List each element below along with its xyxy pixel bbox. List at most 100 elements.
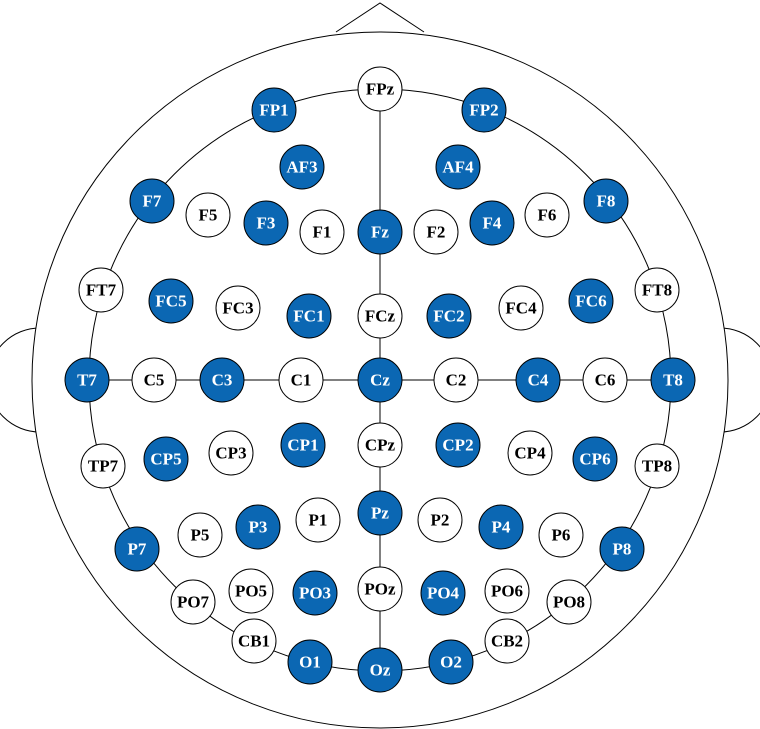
electrode-p5-label: P5 <box>191 526 210 545</box>
electrode-poz: POz <box>357 566 403 612</box>
electrode-poz-marker <box>357 566 403 612</box>
electrode-p7-marker <box>114 526 160 572</box>
electrode-cpz-label: CPz <box>365 436 396 455</box>
electrode-f5-label: F5 <box>199 206 218 225</box>
electrode-fc6-marker <box>568 278 614 324</box>
electrode-t8-label: T8 <box>663 371 683 390</box>
electrode-po4-marker <box>420 570 466 616</box>
electrode-cp3: CP3 <box>208 430 254 476</box>
electrode-fz-marker <box>357 209 403 255</box>
electrode-af4: AF4 <box>435 144 481 190</box>
electrode-c4-marker <box>515 357 561 403</box>
electrode-fc5: FC5 <box>148 278 194 324</box>
electrode-fc5-label: FC5 <box>155 292 186 311</box>
electrode-fc2-marker <box>426 293 472 339</box>
electrode-cb2-marker <box>484 618 530 664</box>
electrode-tp7-label: TP7 <box>88 457 119 476</box>
electrode-p1-label: P1 <box>309 511 328 530</box>
electrode-cp6-marker <box>572 436 618 482</box>
electrode-f2-marker <box>413 209 459 255</box>
electrode-p7: P7 <box>114 526 160 572</box>
electrode-p8-marker <box>599 526 645 572</box>
electrode-cp5-label: CP5 <box>150 450 181 469</box>
electrode-cb1: CB1 <box>231 618 277 664</box>
electrode-fpz: FPz <box>357 66 403 112</box>
electrode-tp8-label: TP8 <box>642 457 672 476</box>
electrode-f1-marker <box>299 209 345 255</box>
electrode-fp1-marker <box>251 87 297 133</box>
electrode-cp1-label: CP1 <box>287 436 318 455</box>
electrode-o1-label: O1 <box>299 653 321 672</box>
electrode-cp4: CP4 <box>507 430 553 476</box>
electrode-f1: F1 <box>299 209 345 255</box>
electrode-c4: C4 <box>515 357 561 403</box>
electrode-fp2-label: FP2 <box>469 101 498 120</box>
electrode-fc6: FC6 <box>568 278 614 324</box>
electrode-p1-marker <box>295 497 341 543</box>
electrode-f7-label: F7 <box>143 192 162 211</box>
electrode-c3-marker <box>199 357 245 403</box>
electrode-c6-marker <box>582 357 628 403</box>
electrode-po4: PO4 <box>420 570 466 616</box>
electrode-fp1-label: FP1 <box>259 101 288 120</box>
electrode-po7: PO7 <box>170 579 216 625</box>
electrode-poz-label: POz <box>364 580 396 599</box>
electrode-c5-marker <box>131 357 177 403</box>
electrode-po5-label: PO5 <box>235 582 267 601</box>
electrode-po6: PO6 <box>484 568 530 614</box>
electrode-fc5-marker <box>148 278 194 324</box>
electrode-fcz-marker <box>357 293 403 339</box>
electrode-c1-marker <box>278 357 324 403</box>
electrode-p3-label: P3 <box>249 518 268 537</box>
electrode-fpz-label: FPz <box>366 80 395 99</box>
electrode-f2-label: F2 <box>427 223 446 242</box>
electrode-o1-marker <box>287 639 333 685</box>
electrode-c1: C1 <box>278 357 324 403</box>
electrode-po8-label: PO8 <box>553 593 585 612</box>
electrode-f6: F6 <box>524 192 570 238</box>
electrode-f4-marker <box>469 200 515 246</box>
electrode-po8: PO8 <box>546 579 592 625</box>
electrode-oz-marker <box>357 647 403 693</box>
electrode-o2: O2 <box>428 639 474 685</box>
electrode-af4-marker <box>435 144 481 190</box>
electrode-p4-label: P4 <box>492 518 511 537</box>
electrode-c6-label: C6 <box>595 371 616 390</box>
electrode-cp1: CP1 <box>280 422 326 468</box>
electrode-cz-marker <box>357 357 403 403</box>
electrode-po3: PO3 <box>292 570 338 616</box>
electrode-cp6-label: CP6 <box>579 450 610 469</box>
electrode-pz-label: Pz <box>371 504 389 523</box>
electrode-c2: C2 <box>433 357 479 403</box>
electrode-tp8: TP8 <box>634 443 680 489</box>
electrode-f8-label: F8 <box>597 192 616 211</box>
electrode-fcz-label: FCz <box>365 307 396 326</box>
electrode-pz: Pz <box>357 490 403 536</box>
electrode-t7-label: T7 <box>77 371 97 390</box>
electrode-f4-label: F4 <box>483 214 502 233</box>
electrode-fc6-label: FC6 <box>575 292 606 311</box>
electrode-t7-marker <box>64 357 110 403</box>
electrode-cp3-marker <box>208 430 254 476</box>
electrode-fz-label: Fz <box>371 223 389 242</box>
electrode-o1: O1 <box>287 639 333 685</box>
electrode-ft8-marker <box>634 267 680 313</box>
electrode-fc3-marker <box>215 285 261 331</box>
electrode-p5: P5 <box>177 512 223 558</box>
electrode-f6-label: F6 <box>538 206 557 225</box>
electrode-f7: F7 <box>129 178 175 224</box>
electrode-f8: F8 <box>583 178 629 224</box>
electrode-fp2: FP2 <box>461 87 507 133</box>
electrode-p2-label: P2 <box>431 511 450 530</box>
electrode-fc3: FC3 <box>215 285 261 331</box>
electrode-p6-marker <box>538 512 584 558</box>
electrode-cb1-label: CB1 <box>238 632 270 651</box>
electrode-cz: Cz <box>357 357 403 403</box>
electrode-po4-label: PO4 <box>427 584 460 603</box>
electrode-cp5-marker <box>143 436 189 482</box>
electrode-fc2: FC2 <box>426 293 472 339</box>
electrode-c4-label: C4 <box>528 371 549 390</box>
electrode-c3: C3 <box>199 357 245 403</box>
electrode-fc3-label: FC3 <box>222 299 253 318</box>
electrode-f6-marker <box>524 192 570 238</box>
